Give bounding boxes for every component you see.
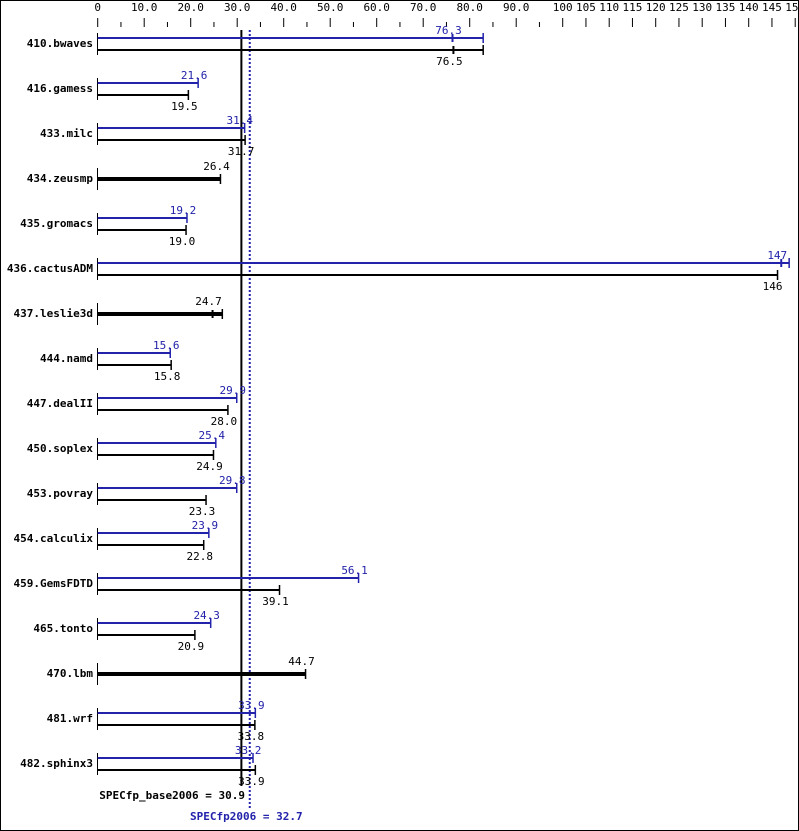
base-value-label: 24.9 (196, 460, 223, 473)
x-tick-label: 10.0 (131, 1, 158, 14)
benchmark-label: 416.gamess (27, 82, 93, 95)
base-value-label: 19.0 (169, 235, 196, 248)
benchmark-label: 453.povray (27, 487, 94, 500)
benchmark-label: 433.milc (40, 127, 93, 140)
x-tick-label: 125 (669, 1, 689, 14)
benchmark-label: 435.gromacs (20, 217, 93, 230)
peak-value-label: 31.4 (226, 114, 253, 127)
peak-score-label: SPECfp2006 = 32.7 (190, 810, 303, 823)
x-tick-label: 20.0 (177, 1, 204, 14)
peak-value-label: 56.1 (341, 564, 368, 577)
peak-value-label: 23.9 (192, 519, 219, 532)
x-tick-label: 115 (623, 1, 643, 14)
base-value-label: 146 (763, 280, 783, 293)
benchmark-label: 410.bwaves (27, 37, 93, 50)
x-tick-label: 60.0 (363, 1, 390, 14)
peak-value-label: 24.3 (193, 609, 220, 622)
benchmark-label: 444.namd (40, 352, 93, 365)
base-value-label: 39.1 (262, 595, 289, 608)
base-value-label: 22.8 (186, 550, 213, 563)
base-value-label: 19.5 (171, 100, 198, 113)
x-tick-label: 40.0 (270, 1, 297, 14)
x-tick-label: 110 (599, 1, 619, 14)
base-value-label: 44.7 (288, 655, 315, 668)
peak-value-label: 29.8 (219, 474, 246, 487)
x-tick-label: 70.0 (410, 1, 437, 14)
base-value-label: 23.3 (189, 505, 216, 518)
base-value-label: 20.9 (178, 640, 205, 653)
x-tick-label: 150 (785, 1, 799, 14)
benchmark-label: 447.dealII (27, 397, 93, 410)
benchmark-label: 481.wrf (47, 712, 93, 725)
peak-value-label: 29.9 (219, 384, 246, 397)
base-value-label: 15.8 (154, 370, 181, 383)
x-tick-label: 120 (646, 1, 666, 14)
base-value-label: 26.4 (203, 160, 230, 173)
benchmark-label: 450.soplex (27, 442, 94, 455)
x-tick-label: 30.0 (224, 1, 251, 14)
base-value-label: 28.0 (211, 415, 238, 428)
peak-value-label: 25.4 (199, 429, 226, 442)
base-value-label: 24.7 (195, 295, 222, 308)
peak-value-label: 33.2 (235, 744, 262, 757)
base-value-label: 76.5 (436, 55, 463, 68)
base-value-label: 31.7 (228, 145, 255, 158)
peak-value-label: 33.9 (238, 699, 265, 712)
x-tick-label: 140 (739, 1, 759, 14)
peak-value-label: 147 (767, 249, 787, 262)
base-score-label: SPECfp_base2006 = 30.9 (99, 789, 245, 802)
peak-value-label: 21.6 (181, 69, 208, 82)
x-tick-label: 50.0 (317, 1, 344, 14)
benchmark-label: 459.GemsFDTD (14, 577, 94, 590)
peak-value-label: 15.6 (153, 339, 180, 352)
benchmark-label: 436.cactusADM (7, 262, 93, 275)
benchmark-label: 437.leslie3d (14, 307, 93, 320)
benchmark-label: 470.lbm (47, 667, 94, 680)
x-tick-label: 0 (94, 1, 101, 14)
x-tick-label: 130 (692, 1, 712, 14)
benchmark-label: 434.zeusmp (27, 172, 94, 185)
benchmark-label: 465.tonto (33, 622, 93, 635)
x-tick-label: 145 (762, 1, 782, 14)
x-tick-label: 100 (553, 1, 573, 14)
x-tick-label: 90.0 (503, 1, 530, 14)
peak-value-label: 19.2 (170, 204, 197, 217)
x-tick-label: 105 (576, 1, 596, 14)
benchmark-label: 454.calculix (14, 532, 94, 545)
base-value-label: 33.8 (238, 730, 265, 743)
peak-value-label: 76.3 (435, 24, 462, 37)
x-tick-label: 80.0 (456, 1, 483, 14)
base-value-label: 33.9 (238, 775, 265, 788)
benchmark-label: 482.sphinx3 (20, 757, 93, 770)
x-tick-label: 135 (716, 1, 736, 14)
